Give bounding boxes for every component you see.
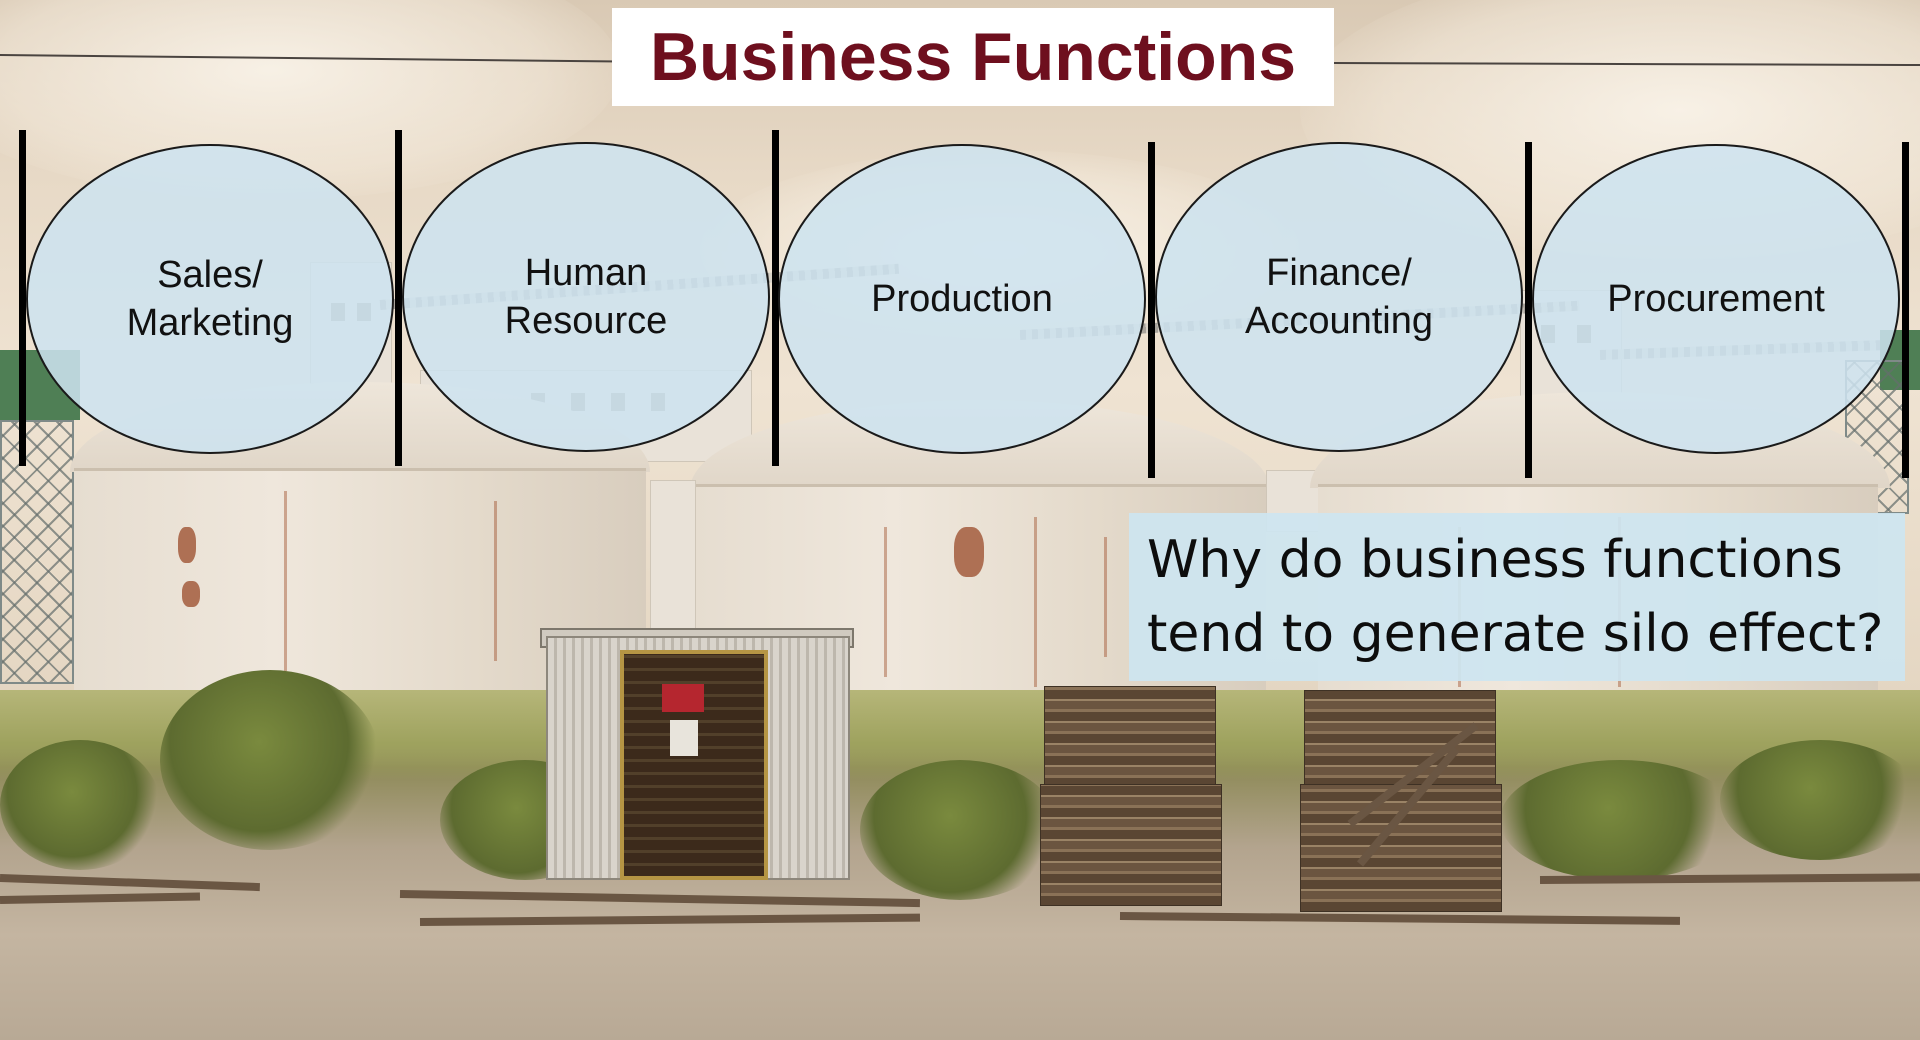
divider-bar bbox=[1525, 142, 1532, 478]
function-label: Sales/ Marketing bbox=[126, 254, 294, 344]
bush bbox=[1720, 740, 1920, 860]
function-procurement: Procurement bbox=[1532, 144, 1900, 454]
function-label: Procurement bbox=[1607, 278, 1825, 320]
bush bbox=[1500, 760, 1740, 880]
divider-bar bbox=[1902, 142, 1909, 478]
pallet-stack bbox=[1044, 686, 1216, 788]
function-label: Finance/ Accounting bbox=[1244, 252, 1433, 342]
function-label: Human Resource bbox=[504, 252, 668, 342]
bush bbox=[860, 760, 1060, 900]
function-label: Production bbox=[871, 278, 1053, 320]
divider-bar bbox=[772, 130, 779, 466]
function-production: Production bbox=[778, 144, 1146, 454]
warning-sign bbox=[662, 684, 704, 712]
divider-bar bbox=[19, 130, 26, 466]
question-text: Why do business functions tend to genera… bbox=[1147, 530, 1884, 664]
bush bbox=[160, 670, 380, 850]
function-sales-marketing: Sales/ Marketing bbox=[26, 144, 394, 454]
connector bbox=[650, 480, 696, 642]
pallet-stack bbox=[1040, 784, 1222, 906]
slide-title: Business Functions bbox=[649, 19, 1297, 95]
title-box: Business Functions bbox=[612, 8, 1334, 106]
scaffold bbox=[0, 420, 74, 684]
function-finance-accounting: Finance/ Accounting bbox=[1155, 142, 1523, 452]
function-human-resource: Human Resource bbox=[402, 142, 770, 452]
bush bbox=[0, 740, 160, 870]
divider-bar bbox=[1148, 142, 1155, 478]
pallet-stack bbox=[1300, 784, 1502, 912]
question-box: Why do business functions tend to genera… bbox=[1129, 513, 1905, 681]
divider-bar bbox=[395, 130, 402, 466]
notice-sign bbox=[670, 720, 698, 756]
pallet-stack bbox=[1304, 690, 1496, 788]
